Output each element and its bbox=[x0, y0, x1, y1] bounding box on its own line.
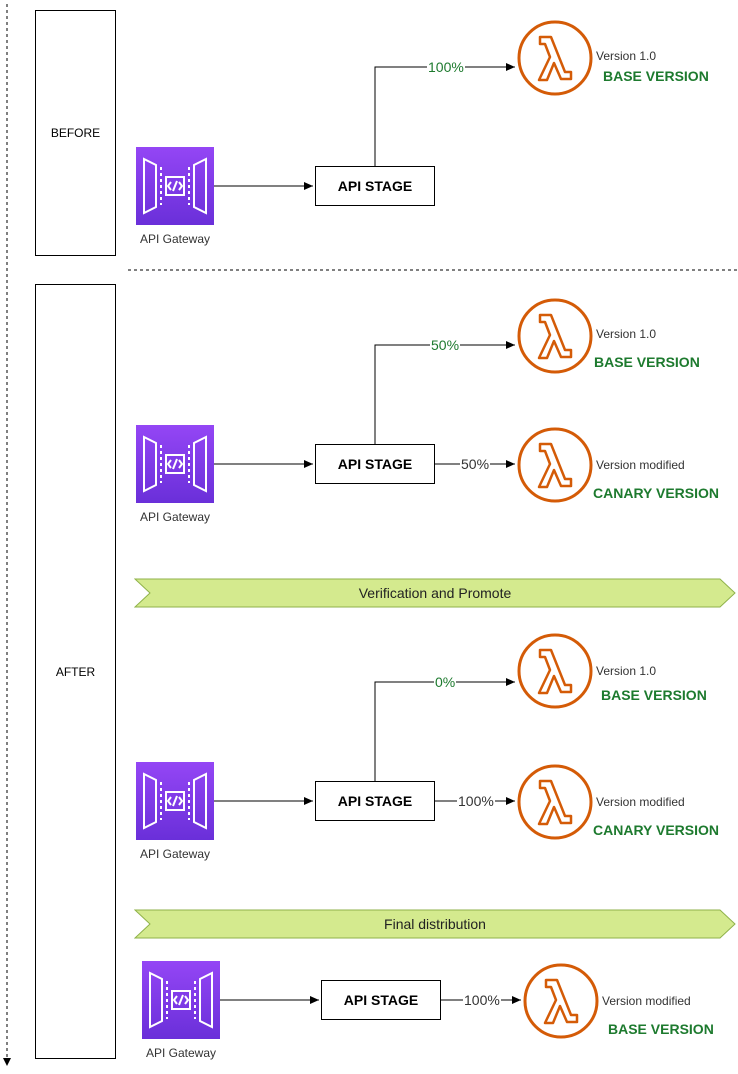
api-gateway-label: API Gateway bbox=[139, 847, 211, 861]
banner-label: Final distribution bbox=[384, 916, 486, 932]
api-stage-box: API STAGE bbox=[315, 781, 435, 821]
version-name: CANARY VERSION bbox=[593, 485, 720, 501]
stage-to-base-arrow bbox=[374, 341, 515, 444]
before-panel: BEFORE bbox=[35, 10, 116, 256]
api-gateway-label: API Gateway bbox=[145, 1046, 217, 1060]
version-name: BASE VERSION bbox=[603, 68, 709, 84]
api-gateway-icon bbox=[136, 425, 214, 503]
version-name: BASE VERSION bbox=[594, 354, 700, 370]
lambda-icon bbox=[516, 632, 594, 710]
api-stage-box: API STAGE bbox=[321, 980, 441, 1020]
timeline-arrowhead bbox=[3, 1058, 11, 1066]
api-gateway-icon bbox=[136, 147, 214, 225]
lambda-icon bbox=[516, 297, 594, 375]
verification-banner: Verification and Promote bbox=[134, 578, 736, 608]
api-gateway-glyph bbox=[143, 435, 207, 493]
lambda-glyph bbox=[523, 963, 599, 1039]
lambda-glyph bbox=[517, 427, 593, 503]
version-label: Version 1.0 bbox=[596, 49, 657, 63]
traffic-percent: 50% bbox=[460, 456, 491, 472]
traffic-percent: 0% bbox=[434, 674, 457, 690]
final-distribution-banner: Final distribution bbox=[134, 909, 736, 939]
api-gateway-glyph bbox=[143, 157, 207, 215]
lambda-icon bbox=[516, 426, 594, 504]
api-gateway-icon bbox=[142, 961, 220, 1039]
banner-label: Verification and Promote bbox=[358, 585, 512, 601]
traffic-percent: 100% bbox=[427, 59, 465, 75]
version-label: Version modified bbox=[596, 458, 685, 472]
api-gateway-label: API Gateway bbox=[139, 510, 211, 524]
lambda-glyph bbox=[517, 633, 593, 709]
banner-arrow-shape bbox=[134, 578, 736, 608]
api-gateway-glyph bbox=[149, 971, 213, 1029]
traffic-percent: 100% bbox=[457, 793, 495, 809]
version-name: BASE VERSION bbox=[601, 687, 707, 703]
api-gateway-label: API Gateway bbox=[139, 232, 211, 246]
lambda-icon bbox=[516, 763, 594, 841]
version-name: BASE VERSION bbox=[608, 1021, 714, 1037]
lambda-glyph bbox=[517, 20, 593, 96]
lambda-glyph bbox=[517, 764, 593, 840]
traffic-percent: 100% bbox=[463, 992, 501, 1008]
after-panel: AFTER bbox=[35, 284, 116, 1059]
banner-arrow-shape bbox=[134, 909, 736, 939]
stage-to-base-arrow bbox=[374, 63, 515, 166]
api-gateway-icon bbox=[136, 762, 214, 840]
version-label: Version 1.0 bbox=[596, 327, 657, 341]
version-name: CANARY VERSION bbox=[593, 822, 720, 838]
lambda-icon bbox=[522, 962, 600, 1040]
api-gateway-glyph bbox=[143, 772, 207, 830]
lambda-icon bbox=[516, 19, 594, 97]
lambda-glyph bbox=[517, 298, 593, 374]
stage-to-base-arrow bbox=[374, 678, 515, 781]
version-label: Version 1.0 bbox=[596, 664, 657, 678]
before-label: BEFORE bbox=[50, 126, 101, 140]
api-stage-box: API STAGE bbox=[315, 166, 435, 206]
version-label: Version modified bbox=[596, 795, 685, 809]
version-label: Version modified bbox=[602, 994, 691, 1008]
after-label: AFTER bbox=[55, 664, 96, 679]
api-stage-box: API STAGE bbox=[315, 444, 435, 484]
traffic-percent: 50% bbox=[430, 337, 461, 353]
